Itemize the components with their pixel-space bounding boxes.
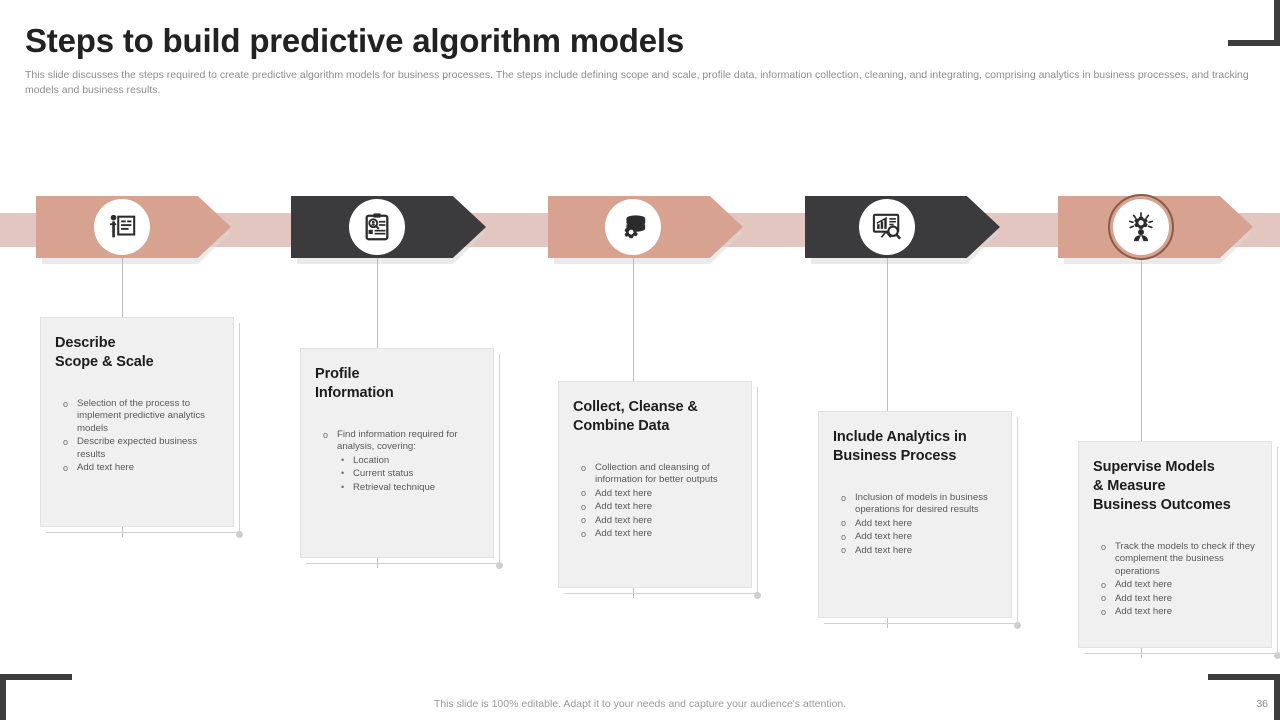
list-item: Add text here bbox=[1093, 606, 1257, 619]
list-item: Collection and cleansing of information … bbox=[573, 462, 737, 487]
list-item: Location bbox=[315, 454, 479, 467]
card-shadow-5 bbox=[1084, 447, 1278, 654]
list-item: Add text here bbox=[1093, 592, 1257, 605]
database-gear-icon bbox=[605, 199, 661, 255]
card-corner-dot-1 bbox=[236, 531, 243, 538]
step-card-bullet-list: Collection and cleansing of information … bbox=[573, 462, 737, 541]
step-card-title-line: Business Process bbox=[833, 448, 957, 464]
list-item: Describe expected business results bbox=[55, 436, 219, 461]
card-shadow-4 bbox=[824, 417, 1018, 624]
step-card-title-line: Describe bbox=[55, 335, 116, 351]
step-card-title-line: Include Analytics in bbox=[833, 429, 967, 445]
corner-frame-bottom-right bbox=[1208, 674, 1280, 720]
list-item: Add text here bbox=[833, 517, 997, 530]
list-item: Find information required for analysis, … bbox=[315, 429, 479, 454]
clipboard-profile-search-icon bbox=[349, 199, 405, 255]
list-item: Add text here bbox=[573, 514, 737, 527]
step-card-2[interactable]: ProfileInformationFind information requi… bbox=[300, 348, 494, 558]
corner-frame-top-right bbox=[1228, 0, 1280, 46]
list-item: Selection of the process to implement pr… bbox=[55, 397, 219, 435]
list-item: Inclusion of models in business operatio… bbox=[833, 492, 997, 517]
card-shadow-1 bbox=[46, 323, 240, 533]
list-item: Add text here bbox=[573, 501, 737, 514]
step-card-title: Collect, Cleanse & Combine Data bbox=[573, 398, 737, 436]
step-card-title: Include Analytics in Business Process bbox=[833, 428, 997, 466]
person-gear-idea-icon bbox=[1108, 194, 1174, 260]
corner-frame-bottom-left bbox=[0, 674, 72, 720]
card-shadow-2 bbox=[306, 354, 500, 564]
card-shadow-3 bbox=[564, 387, 758, 594]
step-card-title-line: Supervise Models bbox=[1093, 459, 1215, 475]
step-card-title-line: Combine Data bbox=[573, 418, 670, 434]
step-card-bullet-list: Inclusion of models in business operatio… bbox=[833, 492, 997, 557]
chart-board-magnifier-icon bbox=[859, 199, 915, 255]
list-item: Add text here bbox=[55, 462, 219, 475]
step-card-bullet-list: Find information required for analysis, … bbox=[315, 429, 479, 494]
card-corner-dot-2 bbox=[496, 562, 503, 569]
page-title: Steps to build predictive algorithm mode… bbox=[25, 22, 685, 59]
step-card-title-line: Scope & Scale bbox=[55, 354, 154, 370]
presenter-board-icon bbox=[94, 199, 150, 255]
list-item: Current status bbox=[315, 467, 479, 480]
footer-note: This slide is 100% editable. Adapt it to… bbox=[433, 698, 847, 710]
page-number: 36 bbox=[1256, 698, 1268, 710]
list-item: Retrieval technique bbox=[315, 481, 479, 494]
list-item: Add text here bbox=[573, 528, 737, 541]
card-corner-dot-5 bbox=[1274, 652, 1280, 659]
list-item: Add text here bbox=[833, 544, 997, 557]
step-card-title-line: Information bbox=[315, 385, 394, 401]
process-chevron-5[interactable] bbox=[1058, 196, 1258, 264]
step-card-title-line: Profile bbox=[315, 366, 360, 382]
card-corner-dot-3 bbox=[754, 592, 761, 599]
step-card-bullet-list: Selection of the process to implement pr… bbox=[55, 397, 219, 475]
list-item: Add text here bbox=[573, 487, 737, 500]
step-card-title-line: & Measure bbox=[1093, 478, 1166, 494]
step-card-title-line: Business Outcomes bbox=[1093, 497, 1231, 513]
step-card-bullet-list: Track the models to check if they comple… bbox=[1093, 540, 1257, 619]
page-subtitle: This slide discusses the steps required … bbox=[25, 69, 1249, 96]
step-card-title-line: Collect, Cleanse & bbox=[573, 399, 698, 415]
list-item: Track the models to check if they comple… bbox=[1093, 540, 1257, 578]
step-card-3[interactable]: Collect, Cleanse & Combine DataCollection… bbox=[558, 381, 752, 588]
list-item: Add text here bbox=[833, 531, 997, 544]
list-item: Add text here bbox=[1093, 579, 1257, 592]
card-corner-dot-4 bbox=[1014, 622, 1021, 629]
